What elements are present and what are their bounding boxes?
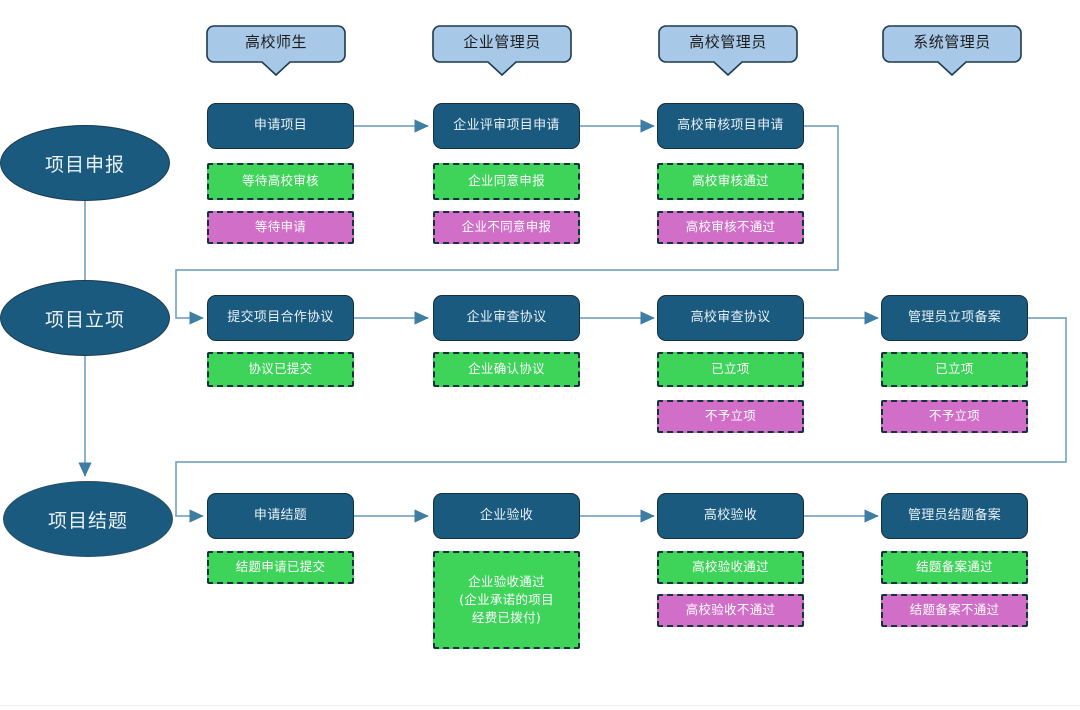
status-label: 结题备案不通过 [909,602,1000,618]
status-chip-no[interactable]: 不予立项 [657,400,804,433]
status-chip-no[interactable]: 高校验收不通过 [657,594,804,627]
action-box-apply-conclusion[interactable]: 申请结题 [207,493,354,539]
action-box-university-acceptance[interactable]: 高校验收 [657,493,804,539]
role-banner-teacher-student[interactable]: 高校师生 [206,25,346,76]
status-label: 高校审核不通过 [685,219,776,235]
status-chip-no[interactable]: 结题备案不通过 [881,594,1028,627]
status-chip-ok[interactable]: 高校审核通过 [657,163,804,200]
phase-label: 项目申报 [44,153,125,176]
status-chip-ok[interactable]: 企业验收通过 (企业承诺的项目 经费已拨付) [433,551,580,649]
status-chip-ok[interactable]: 协议已提交 [207,352,354,387]
status-label: 高校验收通过 [692,559,769,575]
banner-shape [658,25,798,76]
role-label: 系统管理员 [913,33,991,51]
status-chip-ok[interactable]: 企业同意申报 [433,163,580,200]
action-label: 企业评审项目申请 [453,117,560,133]
role-banner-system-admin[interactable]: 系统管理员 [882,25,1022,76]
action-box-university-check-agreement[interactable]: 高校审查协议 [657,295,804,341]
status-label: 结题申请已提交 [235,559,326,575]
action-label: 管理员结题备案 [907,507,1002,523]
phase-ellipse-conclude[interactable]: 项目结题 [3,481,173,557]
action-label: 申请项目 [253,117,308,133]
action-box-enterprise-review-application[interactable]: 企业评审项目申请 [433,103,580,149]
action-box-submit-agreement[interactable]: 提交项目合作协议 [207,295,354,341]
role-label: 企业管理员 [463,33,541,51]
status-label: 结题备案通过 [916,559,993,575]
status-chip-no[interactable]: 等待申请 [207,211,354,244]
action-label: 高校审查协议 [690,309,771,325]
status-chip-ok[interactable]: 高校验收通过 [657,551,804,584]
status-label: 企业不同意申报 [461,219,552,235]
action-label: 高校验收 [703,507,758,523]
status-chip-no[interactable]: 高校审核不通过 [657,211,804,244]
role-banner-university-admin[interactable]: 高校管理员 [658,25,798,76]
action-box-admin-record-conclusion[interactable]: 管理员结题备案 [881,493,1028,539]
status-label: 高校验收不通过 [685,602,776,618]
status-label: 已立项 [711,361,750,377]
action-label: 高校审核项目申请 [677,117,784,133]
banner-shape [882,25,1022,76]
action-label: 管理员立项备案 [907,309,1002,325]
action-label: 申请结题 [253,507,308,523]
action-box-enterprise-acceptance[interactable]: 企业验收 [433,493,580,539]
action-box-apply-project[interactable]: 申请项目 [207,103,354,149]
action-label: 企业验收 [479,507,534,523]
status-label: 已立项 [935,361,974,377]
status-label: 不予立项 [704,408,757,424]
phase-ellipse-apply[interactable]: 项目申报 [0,125,170,201]
action-box-admin-record-establish[interactable]: 管理员立项备案 [881,295,1028,341]
banner-shape [206,25,346,76]
status-label: 企业验收通过 (企业承诺的项目 经费已拨付) [459,573,554,626]
status-chip-ok[interactable]: 已立项 [657,352,804,387]
phase-label: 项目结题 [47,509,128,532]
status-chip-no[interactable]: 企业不同意申报 [433,211,580,244]
status-chip-ok[interactable]: 已立项 [881,352,1028,387]
status-label: 高校审核通过 [692,173,769,189]
status-chip-ok[interactable]: 企业确认协议 [433,352,580,387]
status-label: 等待高校审核 [242,173,319,189]
status-chip-ok[interactable]: 结题申请已提交 [207,551,354,584]
role-banner-enterprise-admin[interactable]: 企业管理员 [432,25,572,76]
action-box-enterprise-check-agreement[interactable]: 企业审查协议 [433,295,580,341]
status-label: 协议已提交 [248,361,313,377]
status-label: 企业确认协议 [468,361,545,377]
role-label: 高校师生 [244,33,307,51]
phase-label: 项目立项 [44,308,125,331]
banner-shape [432,25,572,76]
status-chip-ok[interactable]: 结题备案通过 [881,551,1028,584]
action-label: 提交项目合作协议 [227,309,334,325]
role-label: 高校管理员 [689,33,767,51]
status-chip-ok[interactable]: 等待高校审核 [207,163,354,200]
status-label: 等待申请 [254,219,307,235]
status-label: 不予立项 [928,408,981,424]
status-chip-no[interactable]: 不予立项 [881,400,1028,433]
action-label: 企业审查协议 [466,309,547,325]
action-box-university-audit-application[interactable]: 高校审核项目申请 [657,103,804,149]
bottom-divider [0,705,1080,706]
status-label: 企业同意申报 [468,173,545,189]
phase-ellipse-establish[interactable]: 项目立项 [0,280,170,356]
